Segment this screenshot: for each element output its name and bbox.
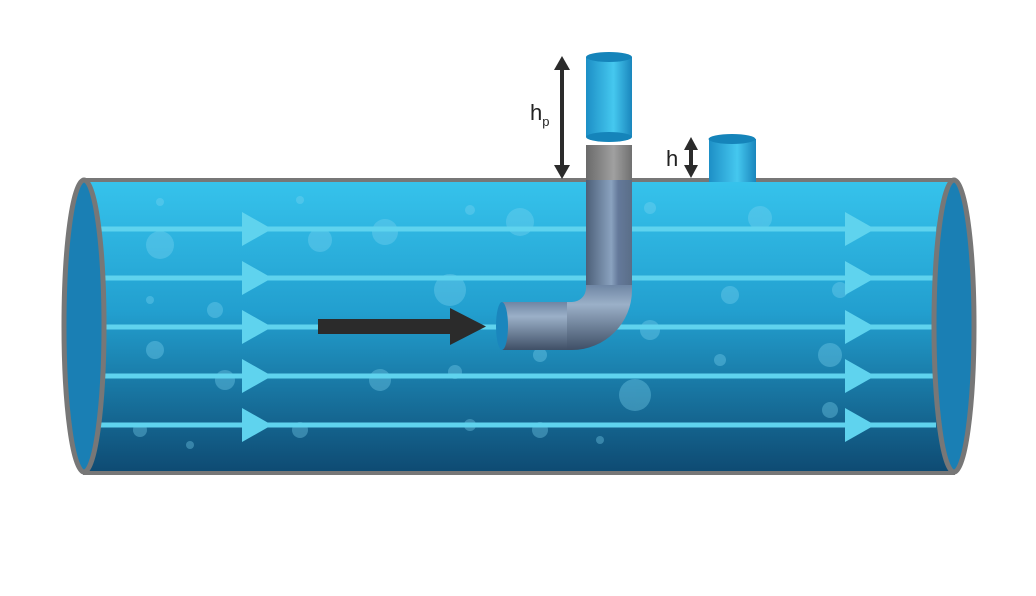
pitot-tube — [496, 52, 632, 350]
bubble — [146, 341, 164, 359]
flow-arrowhead — [242, 310, 272, 344]
flow-line — [100, 275, 936, 281]
bubble — [156, 198, 164, 206]
bubble — [822, 402, 838, 418]
bubble — [146, 231, 174, 259]
bubble — [714, 354, 726, 366]
bubble — [369, 369, 391, 391]
flow-arrowhead — [845, 408, 875, 442]
bubble — [748, 206, 772, 230]
bubble — [186, 441, 194, 449]
flow-arrowhead — [242, 408, 272, 442]
bubble — [308, 228, 332, 252]
bubble — [619, 379, 651, 411]
bubble — [721, 286, 739, 304]
h-dimension-arrow — [684, 137, 698, 178]
pipe-left-opening — [61, 177, 107, 475]
flow-line — [100, 373, 936, 379]
bubble — [296, 196, 304, 204]
bubble — [644, 202, 656, 214]
h-label: h — [666, 146, 678, 171]
flow-arrowhead — [242, 359, 272, 393]
flow-line — [100, 226, 936, 232]
hp-label: hp — [530, 100, 549, 129]
bubble — [434, 274, 466, 306]
flow-arrowhead — [242, 212, 272, 246]
bubble — [465, 205, 475, 215]
flow-arrowhead — [845, 359, 875, 393]
bubble — [640, 320, 660, 340]
flow-arrowhead — [845, 261, 875, 295]
pipe-right-opening — [931, 177, 977, 475]
flow-direction-arrow — [318, 308, 486, 345]
flow-arrowhead — [242, 261, 272, 295]
flow-arrowhead — [845, 212, 875, 246]
bubble — [215, 370, 235, 390]
pitot-column — [586, 57, 632, 137]
bubble — [372, 219, 398, 245]
bubble — [596, 436, 604, 444]
bubble — [146, 296, 154, 304]
tube-inlet — [496, 302, 508, 350]
flow-line — [100, 422, 936, 428]
bubble — [506, 208, 534, 236]
hp-dimension-arrow — [554, 56, 570, 179]
flow-arrowhead — [845, 310, 875, 344]
static-tube — [708, 134, 756, 182]
bubble — [533, 348, 547, 362]
bubble — [207, 302, 223, 318]
bubble — [818, 343, 842, 367]
bubble — [832, 282, 848, 298]
